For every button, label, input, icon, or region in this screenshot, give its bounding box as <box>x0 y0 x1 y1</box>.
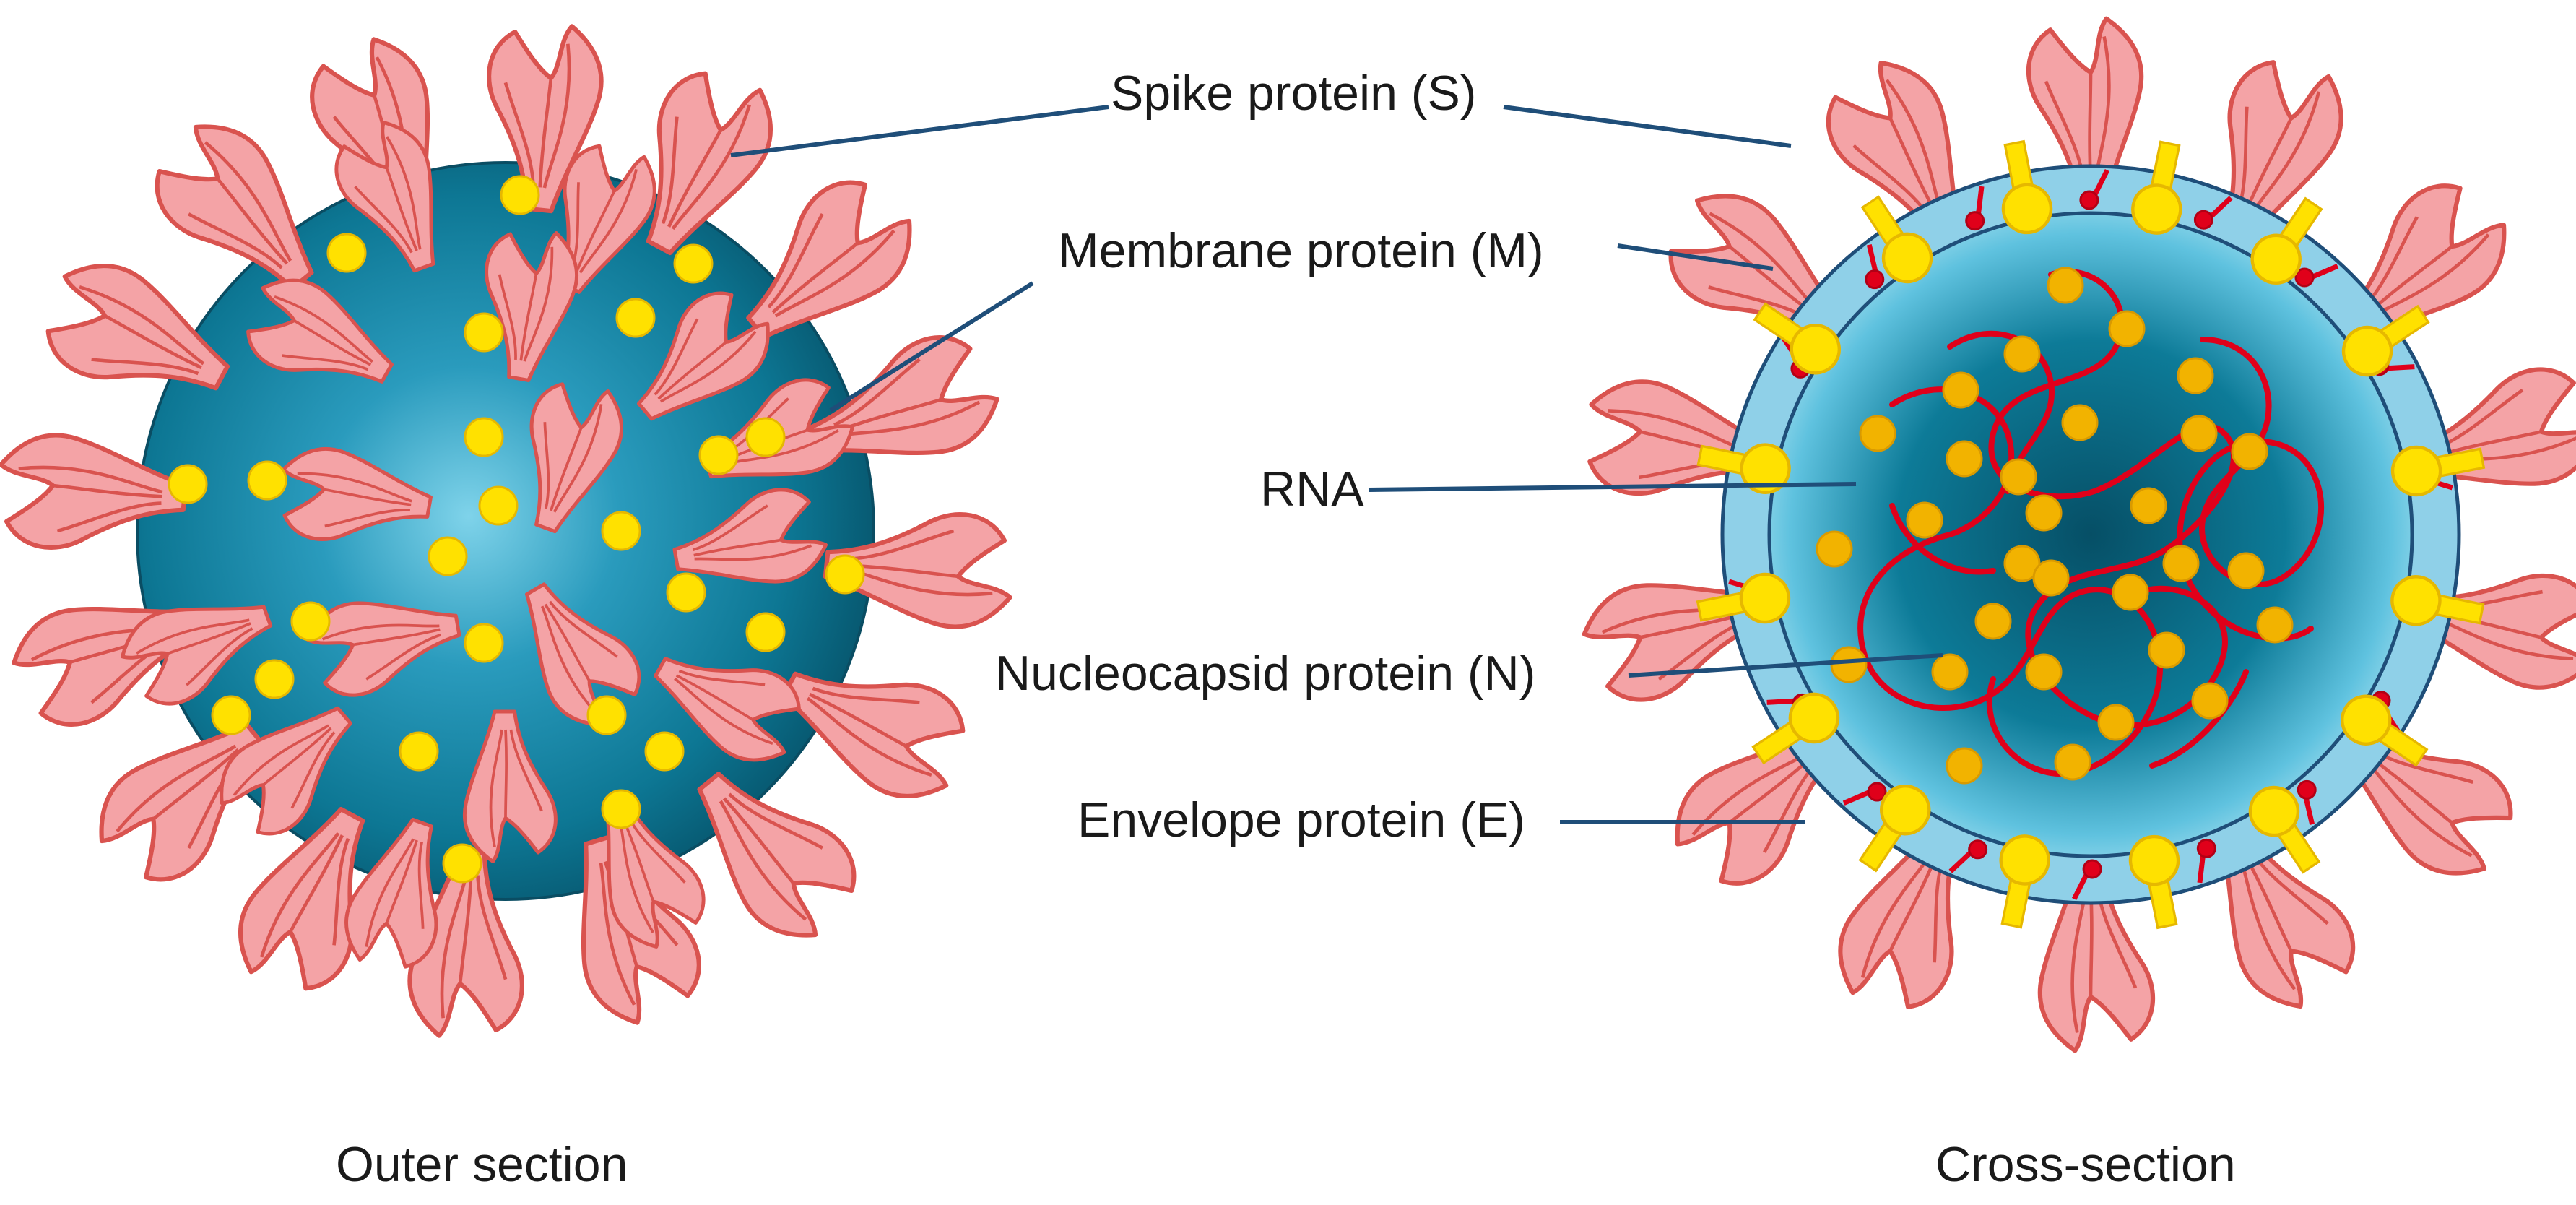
membrane-protein-icon <box>2193 210 2213 230</box>
membrane-dot-icon <box>326 233 367 273</box>
outer-section-caption: Outer section <box>336 1137 628 1192</box>
membrane-protein-icon <box>1867 782 1887 802</box>
rna-label: RNA <box>1260 462 1364 517</box>
cross-section-virus <box>1574 19 2576 1051</box>
membrane-protein-icon <box>2079 190 2099 210</box>
nucleocapsid-bead-icon <box>2108 310 2146 347</box>
nucleocapsid-bead-icon <box>1830 646 1868 683</box>
membrane-dot-icon <box>500 175 540 215</box>
membrane-dot-icon <box>464 417 504 457</box>
membrane-protein-icon <box>1965 211 1985 231</box>
nucleocapsid-bead-icon <box>1946 747 1983 785</box>
nucleocapsid-bead-icon <box>1942 371 1979 409</box>
nucleocapsid-bead-icon <box>1974 602 2012 640</box>
membrane-dot-icon <box>601 511 641 551</box>
nucleocapsid-bead-icon <box>2231 433 2268 470</box>
nucleocapsid-bead-icon <box>1906 501 1943 539</box>
membrane-dot-icon <box>254 659 295 699</box>
membrane-dot-icon <box>745 612 786 652</box>
envelope-protein-label: Envelope protein (E) <box>1077 792 1525 847</box>
membrane-dot-icon <box>586 695 627 735</box>
nucleocapsid-bead-icon <box>2256 606 2294 644</box>
nucleocapsid-bead-icon <box>2025 653 2063 691</box>
nucleocapsid-bead-icon <box>1931 653 1969 691</box>
nucleocapsid-bead-icon <box>2000 458 2037 496</box>
nucleocapsid-bead-icon <box>2130 487 2167 524</box>
membrane-protein-icon <box>2082 859 2102 879</box>
membrane-dot-icon <box>428 536 468 576</box>
membrane-protein-icon <box>2297 779 2317 800</box>
nucleocapsid-beads <box>1816 267 2294 785</box>
nucleocapsid-bead-icon <box>1816 530 1853 568</box>
membrane-dot-icon <box>211 695 251 735</box>
membrane-protein-icon <box>1968 839 1988 860</box>
nucleocapsid-bead-icon <box>1859 415 1896 452</box>
outer-section-virus <box>0 19 1018 1044</box>
membrane-dot-icon <box>698 435 739 475</box>
membrane-dot-icon <box>673 243 714 284</box>
spike-protein-label: Spike protein (S) <box>1111 66 1476 121</box>
nucleocapsid-bead-icon <box>2227 552 2265 589</box>
nucleocapsid-bead-icon <box>2054 743 2091 781</box>
membrane-dot-icon <box>168 464 208 504</box>
nucleocapsid-bead-icon <box>2112 574 2149 611</box>
nucleocapsid-bead-icon <box>2148 631 2185 669</box>
nucleocapsid-bead-icon <box>2003 335 2041 373</box>
membrane-protein-icon <box>1865 269 1885 290</box>
membrane-dot-icon <box>464 312 504 353</box>
nucleocapsid-bead-icon <box>2061 404 2099 441</box>
membrane-dot-icon <box>615 298 656 338</box>
membrane-dot-icon <box>644 731 685 772</box>
membrane-dot-icon <box>745 417 786 457</box>
nucleocapsid-bead-icon <box>2047 267 2084 304</box>
membrane-dot-icon <box>825 554 865 595</box>
membrane-dot-icon <box>247 460 287 501</box>
nucleocapsid-bead-icon <box>2191 682 2229 720</box>
membrane-dot-icon <box>399 731 439 772</box>
membrane-protein-icon <box>2196 838 2216 858</box>
cross-section-caption: Cross-section <box>1935 1137 2236 1192</box>
nucleocapsid-bead-icon <box>1946 440 1983 478</box>
membrane-protein-label: Membrane protein (M) <box>1058 223 1544 278</box>
nucleocapsid-bead-icon <box>2097 704 2135 741</box>
membrane-dot-icon <box>442 843 482 884</box>
nucleocapsid-bead-icon <box>2180 415 2218 452</box>
leader-lines <box>730 105 1943 824</box>
membrane-dot-icon <box>464 623 504 663</box>
nucleocapsid-bead-icon <box>2032 559 2070 597</box>
membrane-protein-icon <box>2294 267 2315 288</box>
nucleocapsid-bead-icon <box>2025 494 2063 532</box>
nucleocapsid-bead-icon <box>2177 357 2214 394</box>
nucleocapsid-protein-label: Nucleocapsid protein (N) <box>995 646 1535 701</box>
nucleocapsid-bead-icon <box>2162 545 2200 582</box>
membrane-dot-icon <box>601 789 641 829</box>
membrane-dot-icon <box>290 601 331 642</box>
membrane-dot-icon <box>666 572 706 613</box>
membrane-dot-icon <box>478 485 519 526</box>
nucleocapsid-bead-icon <box>2003 545 2041 582</box>
